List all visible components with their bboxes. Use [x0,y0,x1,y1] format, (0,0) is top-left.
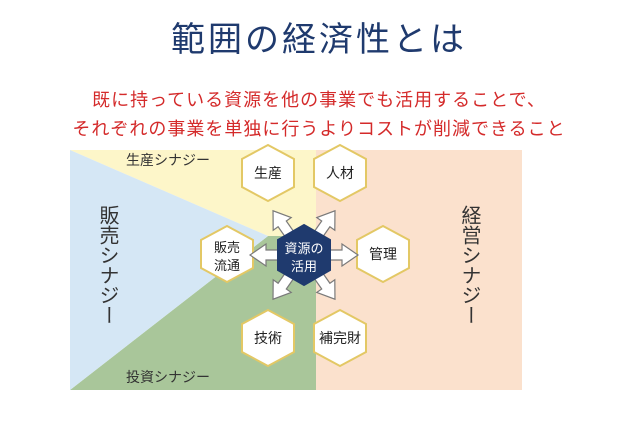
hexagon-complementary-assets [313,308,367,368]
center-label-line1: 資源の [284,242,323,257]
center-resource-hexagon [277,223,331,287]
subtitle-line-2: それぞれの事業を単独に行うよりコストが削減できること [72,119,566,140]
hexagon-management-label: 管理 [369,247,397,263]
sales-synergy-region [70,150,268,390]
hexagon-personnel-label: 人材 [326,166,354,182]
hexagon-personnel [313,143,367,203]
page-title: 範囲の経済性とは [171,20,467,60]
hexagon-complementary-label: 補完財 [319,331,361,347]
sales-synergy-label: 販売シナジー [96,205,120,325]
hexagon-technology-label: 技術 [254,331,282,347]
hexagon-sales-label-2: 流通 [214,259,240,274]
production-synergy-label: 生産シナジー [126,153,210,169]
hexagon-management [356,224,410,284]
subtitle-line-1: 既に持っている資源を他の事業でも活用することで、 [92,90,546,111]
hexagon-production-label: 生産 [254,166,282,182]
hexagon-technology [241,308,295,368]
hexagon-sales-distribution [200,224,254,284]
hexagon-production [241,143,295,203]
hexagon-sales-label-1: 販売 [214,240,240,256]
investment-synergy-label: 投資シナジー [126,370,210,386]
management-synergy-label: 経営シナジー [458,205,482,325]
center-label-line2: 活用 [291,260,317,275]
